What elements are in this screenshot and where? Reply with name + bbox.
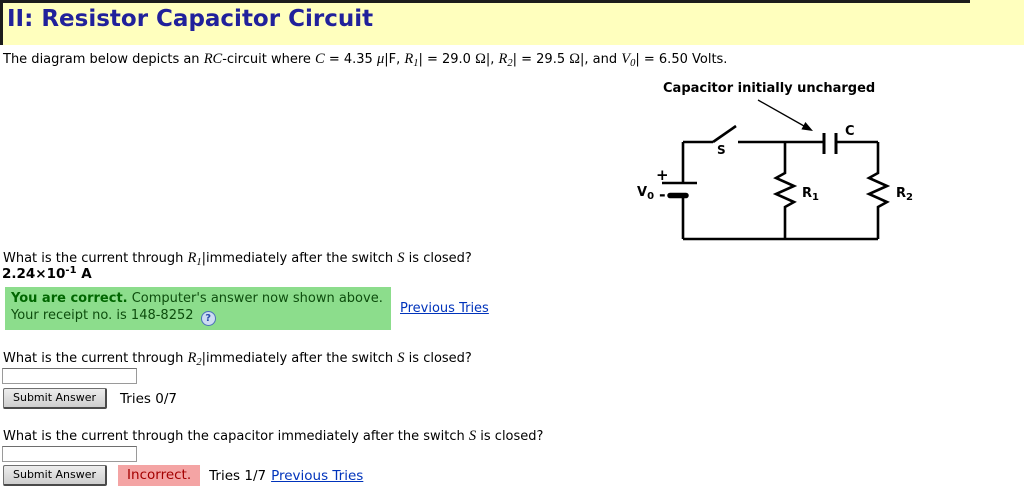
correct-feedback-box: You are correct. Computer's answer now s… xyxy=(5,287,391,330)
resistor-r1: R1 xyxy=(772,142,819,239)
resistor-r2: R2 xyxy=(865,142,913,239)
correct-label: You are correct. xyxy=(11,291,128,306)
question-1-prompt: What is the current through R1|immediate… xyxy=(3,250,472,268)
battery-symbol: + - V0 xyxy=(637,166,697,204)
submit-answer-button-q2[interactable]: Submit Answer xyxy=(3,388,108,409)
help-icon[interactable]: ? xyxy=(200,311,216,326)
battery-minus-label: - xyxy=(659,185,666,204)
switch-label: S xyxy=(717,143,726,157)
capacitor-label: C xyxy=(845,124,855,139)
problem-header: II: Resistor Capacitor Circuit xyxy=(0,0,1024,45)
question-1-answer: 2.24×10-1 A xyxy=(2,265,92,282)
page-title: II: Resistor Capacitor Circuit xyxy=(7,6,374,32)
question-2-prompt: What is the current through R2|immediate… xyxy=(3,350,472,368)
resistor-r2-label: R2 xyxy=(896,186,913,203)
question-3-prompt: What is the current through the capacito… xyxy=(3,428,544,444)
incorrect-badge: Incorrect. xyxy=(118,465,201,486)
tries-counter-q2: Tries 0/7 xyxy=(120,390,177,407)
question-3-controls: Submit Answer Incorrect. Tries 1/7 Previ… xyxy=(3,465,363,486)
correct-detail: Computer's answer now shown above. xyxy=(127,291,383,306)
circuit-wires xyxy=(681,140,878,241)
resistor-r1-label: R1 xyxy=(802,186,819,203)
previous-tries-link-q3[interactable]: Previous Tries xyxy=(271,467,364,484)
circuit-caption: Capacitor initially uncharged xyxy=(663,81,875,96)
answer-input-q2[interactable] xyxy=(2,368,137,384)
capacitor-symbol: C xyxy=(822,124,855,154)
tries-counter-q3: Tries 1/7 xyxy=(209,467,267,484)
submit-answer-button-q3[interactable]: Submit Answer xyxy=(3,465,108,486)
question-1-feedback-row: You are correct. Computer's answer now s… xyxy=(5,287,489,330)
battery-voltage-label: V0 xyxy=(637,185,654,202)
circuit-diagram: Capacitor initially uncharged S C + xyxy=(637,81,913,241)
question-2-controls: Submit Answer Tries 0/7 xyxy=(3,388,177,409)
answer-input-q3[interactable] xyxy=(2,446,137,462)
window-edge-left xyxy=(0,0,3,45)
previous-tries-link-q1[interactable]: Previous Tries xyxy=(400,301,489,316)
window-edge-top xyxy=(0,0,970,3)
switch: S xyxy=(712,124,737,157)
receipt-text: Your receipt no. is 148-8252 xyxy=(11,308,194,323)
problem-statement: The diagram below depicts an RC-circuit … xyxy=(3,51,728,69)
battery-plus-label: + xyxy=(656,166,669,184)
annotation-arrow xyxy=(757,99,813,131)
